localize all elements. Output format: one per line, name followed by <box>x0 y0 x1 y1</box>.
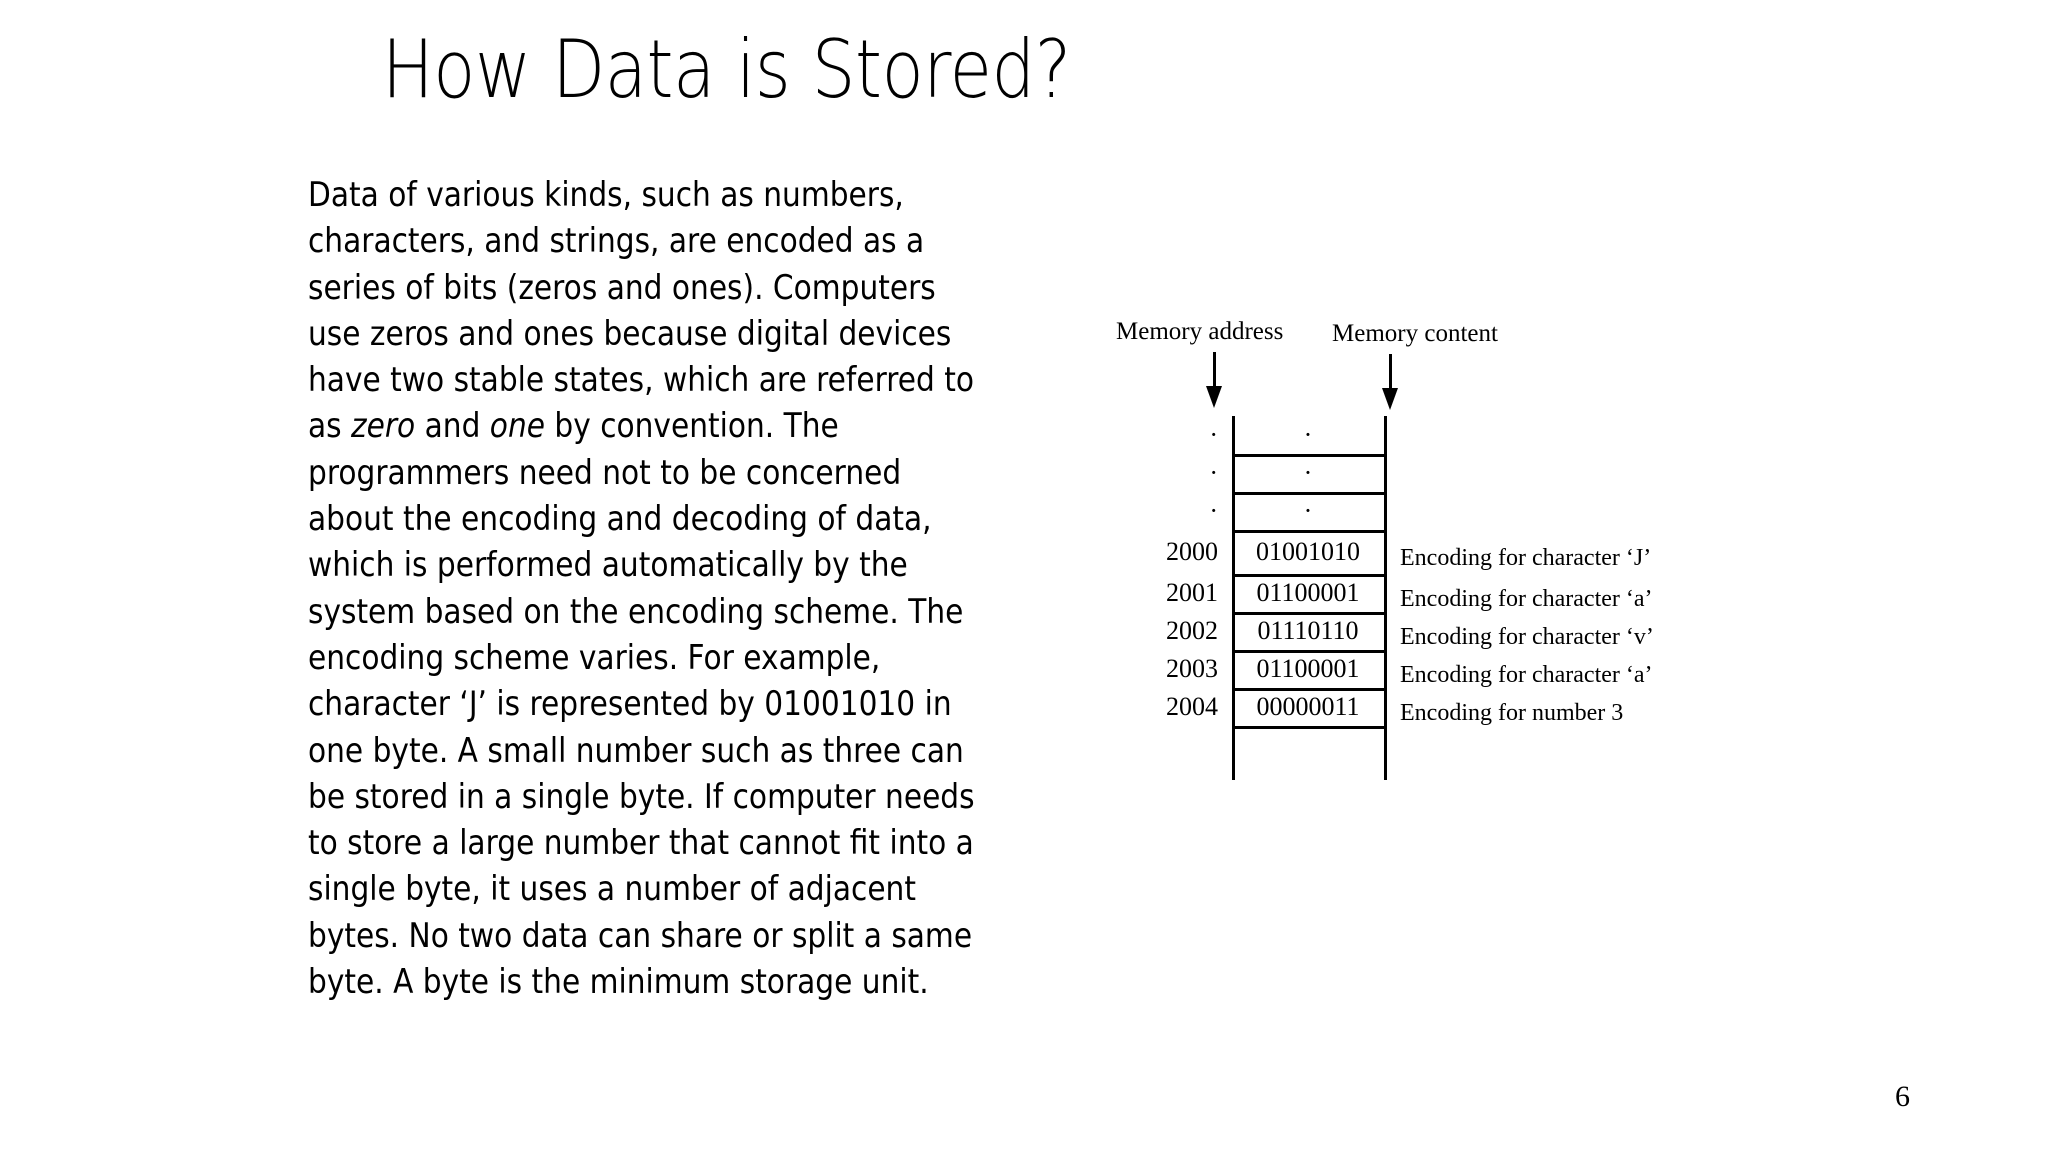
table-row-separator <box>1232 574 1387 577</box>
body-text-run: characters, and strings, are encoded as … <box>308 221 925 261</box>
body-text-run: which is performed automatically by the <box>308 545 908 585</box>
body-line: system based on the encoding scheme. The <box>308 589 1007 635</box>
memory-address-cell: 2002 <box>1166 616 1218 645</box>
body-line: series of bits (zeros and ones). Compute… <box>308 265 1007 311</box>
body-text-run: encoding scheme varies. For example, <box>308 637 881 677</box>
table-row-separator <box>1232 612 1387 615</box>
page-number: 6 <box>1895 1080 1910 1113</box>
body-text-run: use zeros and ones because digital devic… <box>308 313 952 353</box>
body-text-run: about the encoding and decoding of data, <box>308 499 932 539</box>
body-text-run: character ‘J’ is represented by 01001010… <box>308 684 952 724</box>
body-line: bytes. No two data can share or split a … <box>308 913 1007 959</box>
body-text-run: single byte, it uses a number of adjacen… <box>308 869 916 909</box>
emphasis-text: zero <box>351 406 416 446</box>
body-text-run: and <box>415 406 490 446</box>
body-line: character ‘J’ is represented by 01001010… <box>308 681 1007 727</box>
memory-content-ellipsis: · <box>1303 496 1313 525</box>
body-text-run: one byte. A small number such as three c… <box>308 730 964 770</box>
down-arrow-icon <box>1204 352 1226 408</box>
encoding-note: Encoding for number 3 <box>1400 700 1624 726</box>
table-right-rule <box>1384 416 1387 780</box>
memory-content-cell: 01100001 <box>1256 654 1360 683</box>
down-arrow-icon <box>1380 354 1402 410</box>
encoding-note: Encoding for character ‘J’ <box>1400 545 1652 571</box>
body-line: as zero and one by convention. The <box>308 403 1007 449</box>
body-text-run: be stored in a single byte. If computer … <box>308 776 975 816</box>
body-text-run: by convention. The <box>544 406 839 446</box>
table-row-separator <box>1232 492 1387 495</box>
body-text-run: as <box>308 406 352 446</box>
body-text-run: bytes. No two data can share or split a … <box>308 915 973 955</box>
memory-content-ellipsis: · <box>1303 458 1313 487</box>
body-line: use zeros and ones because digital devic… <box>308 311 1007 357</box>
table-row-separator <box>1232 688 1387 691</box>
memory-content-header: Memory content <box>1332 320 1498 347</box>
memory-content-cell: 00000011 <box>1256 692 1360 721</box>
memory-content-cell: 01001010 <box>1256 537 1360 566</box>
body-line: Data of various kinds, such as numbers, <box>308 172 1007 218</box>
encoding-note: Encoding for character ‘a’ <box>1400 586 1653 612</box>
body-text-run: to store a large number that cannot fit … <box>308 823 974 863</box>
memory-address-cell: · <box>1209 420 1218 449</box>
body-line: have two stable states, which are referr… <box>308 357 1007 403</box>
memory-address-header: Memory address <box>1116 318 1284 345</box>
table-left-rule <box>1232 416 1235 780</box>
memory-content-cell: 01110110 <box>1257 616 1359 645</box>
body-line: encoding scheme varies. For example, <box>308 635 1007 681</box>
body-line: byte. A byte is the minimum storage unit… <box>308 959 1007 1005</box>
body-text-run: system based on the encoding scheme. The <box>308 591 964 631</box>
table-row-separator <box>1232 726 1387 729</box>
body-paragraph: Data of various kinds, such as numbers, c… <box>308 172 1007 1005</box>
table-row-separator <box>1232 530 1387 533</box>
page-title: How Data is Stored? <box>382 23 1071 116</box>
memory-content-ellipsis: · <box>1303 420 1313 449</box>
memory-address-cell: 2000 <box>1166 537 1218 566</box>
body-text-run: Data of various kinds, such as numbers, <box>308 175 904 214</box>
body-line: programmers need not to be concerned <box>308 450 1007 496</box>
memory-address-cell: · <box>1209 496 1218 525</box>
encoding-note: Encoding for character ‘v’ <box>1400 624 1654 650</box>
body-text-run: have two stable states, which are referr… <box>308 360 975 400</box>
body-line: single byte, it uses a number of adjacen… <box>308 866 1007 912</box>
memory-address-cell: 2001 <box>1166 578 1218 607</box>
table-row-separator <box>1232 650 1387 653</box>
body-line: about the encoding and decoding of data, <box>308 496 1007 542</box>
encoding-note: Encoding for character ‘a’ <box>1400 662 1653 688</box>
memory-address-cell: · <box>1209 458 1218 487</box>
body-line: characters, and strings, are encoded as … <box>308 218 1007 264</box>
emphasis-text: one <box>489 406 545 446</box>
body-line: to store a large number that cannot fit … <box>308 820 1007 866</box>
memory-address-cell: 2003 <box>1166 654 1218 683</box>
table-row-separator <box>1232 454 1387 457</box>
body-line: which is performed automatically by the <box>308 542 1007 588</box>
memory-address-cell: 2004 <box>1166 692 1218 721</box>
memory-diagram: Memory address Memory content · · · · · · 2000… <box>1100 318 1920 828</box>
body-line: be stored in a single byte. If computer … <box>308 774 1007 820</box>
body-text-run: byte. A byte is the minimum storage unit… <box>308 962 929 1002</box>
body-line: one byte. A small number such as three c… <box>308 728 1007 774</box>
body-text-run: series of bits (zeros and ones). Compute… <box>308 267 936 307</box>
memory-content-cell: 01100001 <box>1256 578 1360 607</box>
body-text-run: programmers need not to be concerned <box>308 452 902 492</box>
